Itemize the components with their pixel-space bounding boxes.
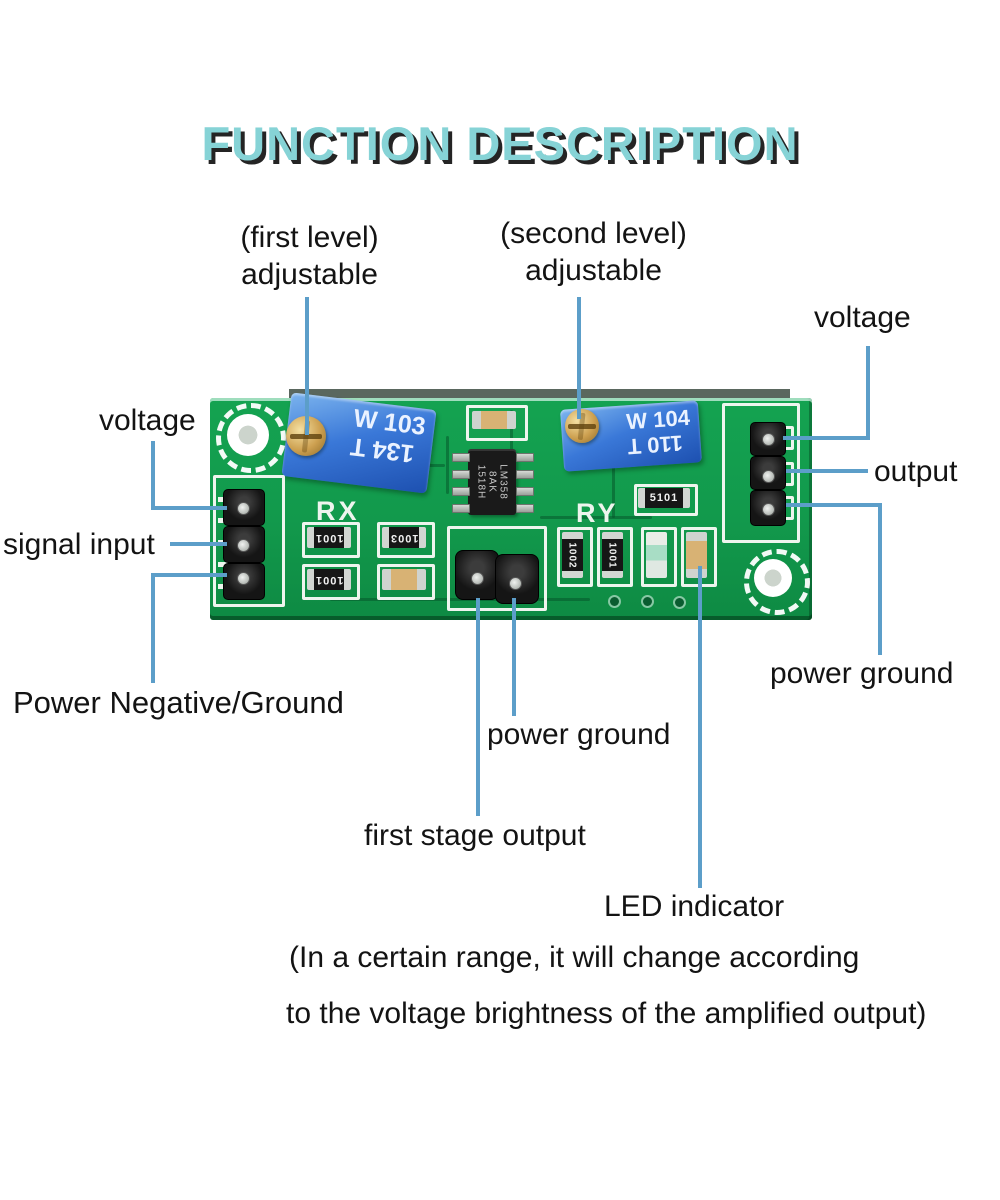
pin-contact <box>762 433 775 446</box>
pin-contact <box>237 539 250 552</box>
mounting-hole-top-left <box>227 414 269 456</box>
resistor-outline <box>302 522 360 558</box>
pin-contact <box>237 572 250 585</box>
center-header-pin2 <box>495 554 539 604</box>
silkscreen-dot <box>673 596 686 609</box>
capacitor-rx <box>382 569 426 590</box>
label-first-level-line2: adjustable <box>241 258 378 291</box>
resistor-label: 1002 <box>567 541 578 569</box>
silkscreen-dot <box>641 595 654 608</box>
pin-contact <box>471 572 484 585</box>
pot2-adjust-screw <box>565 409 599 443</box>
label-output: output <box>874 455 958 488</box>
capacitor-outline <box>377 564 435 600</box>
mounting-hole-bottom-right <box>754 559 792 597</box>
silkscreen-rx: RX <box>316 496 360 526</box>
resistor-label: 5101 <box>649 492 679 504</box>
label-led-note-line1: (In a certain range, it will change acco… <box>289 941 860 974</box>
capacitor-ry <box>686 532 707 578</box>
leader-line-power-ground-right-horizontal <box>786 503 882 507</box>
resistor-1003: 1003 <box>382 527 426 548</box>
label-second-level-line2: adjustable <box>525 254 662 287</box>
silkscreen-ry: RY <box>576 498 619 528</box>
leader-line-first-stage-output <box>476 598 480 816</box>
resistor-label: 1003 <box>389 531 419 544</box>
label-power-ground-right: power ground <box>770 657 954 690</box>
leader-line-voltage-left-horizontal <box>151 506 227 510</box>
resistor-1001-a: 1001 <box>307 527 351 548</box>
leader-line-led-indicator <box>698 566 702 888</box>
resistor-1001-c: 1001 <box>602 532 623 578</box>
ic-chip-lm358: LM358 8AK 1518H <box>452 449 534 515</box>
label-second-level-line1: (second level) <box>500 217 687 250</box>
right-header-outline <box>722 403 800 543</box>
label-power-negative-ground: Power Negative/Ground <box>13 685 344 720</box>
resistor-1001-b: 1001 <box>307 569 351 590</box>
resistor-5101: 5101 <box>638 488 690 508</box>
resistor-outline <box>634 484 698 516</box>
led-outline <box>641 527 677 587</box>
pcb-trace <box>612 458 615 518</box>
ic-marking-line3: 1518H <box>475 464 487 500</box>
label-power-ground-center: power ground <box>487 718 671 751</box>
ic-marking-line1: LM358 <box>497 464 509 500</box>
resistor-outline <box>302 564 360 600</box>
pin-contact <box>762 503 775 516</box>
pcb-trace <box>540 516 652 519</box>
label-voltage-left: voltage <box>99 404 196 437</box>
leader-line-power-ground-right-vertical <box>878 503 882 655</box>
label-first-level-line1: (first level) <box>240 221 379 254</box>
leader-line-voltage-right-vertical <box>866 346 870 440</box>
pot2-marking-line2: 110 T <box>627 430 684 460</box>
ic-marking-line2: 8AK <box>486 471 498 493</box>
resistor-label: 1001 <box>314 573 344 586</box>
page-title: FUNCTION DESCRIPTION <box>201 117 799 170</box>
resistor-label: 1001 <box>607 541 618 569</box>
resistor-label: 1001 <box>314 531 344 544</box>
pcb-board: W 103 134 T W 104 110 T LM358 8AK 1518H … <box>210 392 812 620</box>
leader-line-output <box>786 469 868 473</box>
resistor-outline <box>557 527 593 587</box>
resistor-outline <box>597 527 633 587</box>
pin-contact <box>237 502 250 515</box>
leader-line-voltage-right-horizontal <box>783 436 870 440</box>
label-first-level-adjustable: (first level) adjustable <box>227 219 392 293</box>
leader-line-power-ground-center <box>512 598 516 716</box>
pin-contact <box>509 577 522 590</box>
mounting-hole-top-left-ring <box>216 403 286 473</box>
leader-line-second-level <box>577 297 581 419</box>
label-voltage-right: voltage <box>814 301 911 334</box>
leader-line-power-negative-vertical <box>151 573 155 683</box>
capacitor-outline <box>466 405 528 441</box>
mounting-hole-bottom-right-ring <box>744 549 810 615</box>
label-first-stage-output: first stage output <box>364 819 586 852</box>
leader-line-first-level <box>305 297 309 435</box>
silkscreen-dot <box>608 595 621 608</box>
left-header-outline <box>213 475 285 607</box>
resistor-1002: 1002 <box>562 532 583 578</box>
center-header-outline <box>447 526 547 611</box>
pin-contact <box>762 470 775 483</box>
led-indicator-component <box>646 532 667 578</box>
capacitor-top <box>472 411 516 429</box>
label-second-level-adjustable: (second level) adjustable <box>486 215 701 289</box>
pcb-trace <box>510 410 513 456</box>
photo-background-strip <box>289 389 790 400</box>
resistor-outline <box>377 522 435 558</box>
label-led-indicator: LED indicator <box>604 890 785 923</box>
label-signal-input: signal input <box>3 528 155 561</box>
pcb-trace <box>446 436 449 494</box>
leader-line-voltage-left-vertical <box>151 441 155 510</box>
leader-line-power-negative-horizontal <box>151 573 227 577</box>
leader-line-signal-input <box>170 542 227 546</box>
label-led-note-line2: to the voltage brightness of the amplifi… <box>286 997 927 1030</box>
